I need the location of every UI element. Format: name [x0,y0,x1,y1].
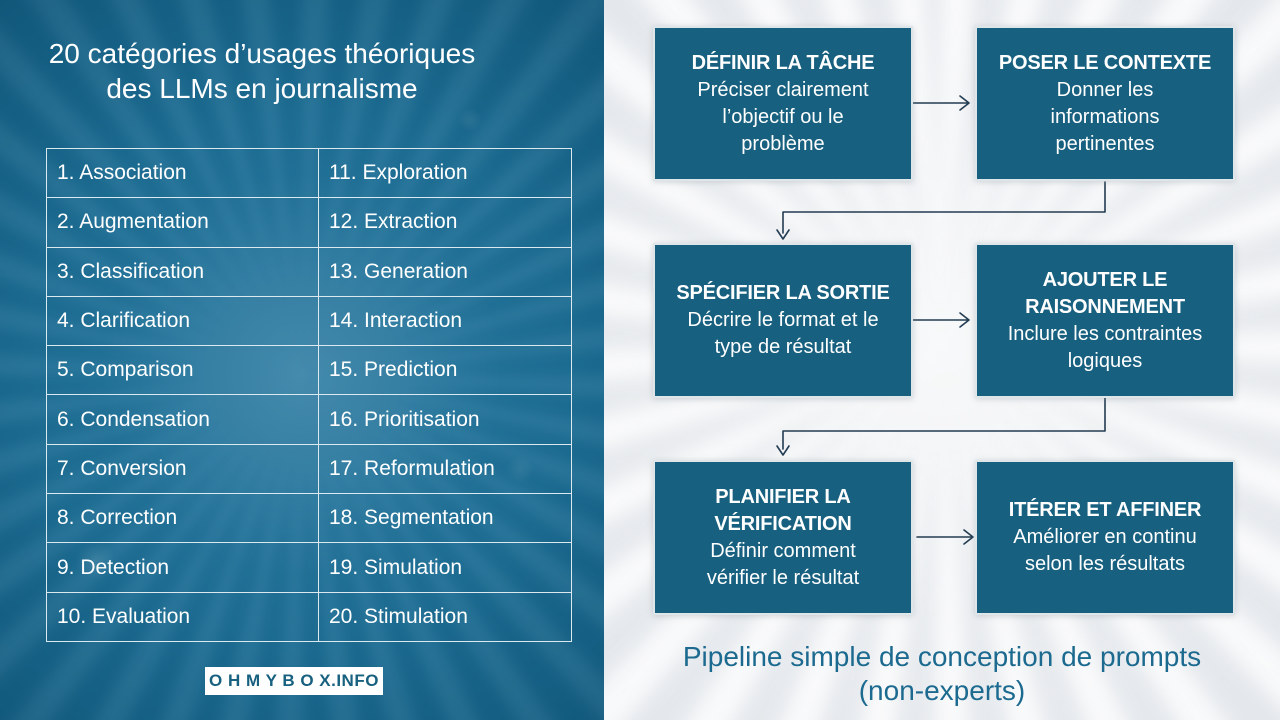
table-row: 10. Evaluation 20. Stimulation [46,591,572,643]
arrow-output-to-reasoning-icon [912,312,970,328]
table-row: 8. Correction 18. Segmentation [46,493,572,544]
table-row: 3. Classification 13. Generation [46,246,572,297]
table-cell: 18. Segmentation [318,493,572,544]
flow-box-title: AJOUTER LE RAISONNEMENT [1025,268,1185,318]
flow-box-planifier-la-verification: PLANIFIER LA VÉRIFICATION Définir commen… [653,460,913,615]
flow-box-iterer-et-affiner: ITÉRER ET AFFINER Améliorer en continu s… [975,460,1235,615]
table-row: 2. Augmentation 12. Extraction [46,197,572,248]
flow-box-specifier-la-sortie: SPÉCIFIER LA SORTIE Décrire le format et… [653,243,913,398]
flow-box-title: PLANIFIER LA VÉRIFICATION [714,485,852,535]
table-row: 6. Condensation 16. Prioritisation [46,394,572,445]
table-row: 5. Comparison 15. Prediction [46,345,572,396]
table-cell: 8. Correction [46,493,319,544]
table-cell: 15. Prediction [318,345,572,396]
arrow-verify-to-iterate-icon [916,529,974,545]
table-cell: 14. Interaction [318,295,572,347]
arrow-context-to-output-icon [776,181,1106,240]
flow-box-body: Inclure les contraintes logiques [1007,322,1203,372]
table-cell: 3. Classification [46,246,319,297]
table-cell: 9. Detection [46,542,319,593]
pipeline-caption: Pipeline simple de conception de prompts… [682,641,1202,706]
flow-box-body: Donner les informations pertinentes [1050,78,1160,155]
table-cell: 5. Comparison [46,345,319,396]
flow-box-title: SPÉCIFIER LA SORTIE [676,282,890,304]
flow-box-title: ITÉRER ET AFFINER [1008,499,1202,521]
flow-box-body: Définir comment vérifier le résultat [706,539,860,589]
flow-box-title: DÉFINIR LA TÂCHE [691,51,875,74]
table-row: 7. Conversion 17. Reformulation [46,443,572,495]
table-row: 1. Association 11. Exploration [46,147,572,199]
page-title: 20 catégories d’usages théoriques des LL… [48,38,476,104]
flow-box-body: Préciser clairement l’objectif ou le pro… [697,78,869,155]
table-cell: 10. Evaluation [46,591,319,643]
table-cell: 13. Generation [318,246,572,297]
table-cell: 19. Simulation [318,542,572,593]
flow-box-body: Décrire le format et le type de résultat [687,309,879,358]
brand-badge: O H M Y B O X.INFO [205,667,383,695]
table-cell: 6. Condensation [46,394,319,445]
flow-box-body: Améliorer en continu selon les résultats [1013,526,1197,575]
table-cell: 12. Extraction [318,197,572,248]
table-cell: 1. Association [46,147,319,199]
table-cell: 11. Exploration [318,147,572,199]
flow-box-ajouter-le-raisonnement: AJOUTER LE RAISONNEMENT Inclure les cont… [975,243,1235,398]
table-cell: 20. Stimulation [318,591,572,643]
table-cell: 7. Conversion [46,443,319,495]
arrow-task-to-context-icon [912,95,970,111]
categories-table: 1. Association 11. Exploration 2. Augmen… [46,147,572,643]
table-cell: 2. Augmentation [46,197,319,248]
right-panel: DÉFINIR LA TÂCHE Préciser clairement l’o… [604,0,1280,720]
flow-box-definir-la-tache: DÉFINIR LA TÂCHE Préciser clairement l’o… [653,26,913,181]
left-panel: 20 catégories d’usages théoriques des LL… [0,0,604,720]
flow-connectors [776,95,1106,545]
flow-box-poser-le-contexte: POSER LE CONTEXTE Donner les information… [975,26,1235,181]
table-cell: 4. Clarification [46,295,319,347]
flow-box-title: POSER LE CONTEXTE [998,51,1212,74]
table-cell: 17. Reformulation [318,443,572,495]
table-row: 4. Clarification 14. Interaction [46,295,572,347]
arrow-reasoning-to-verify-icon [776,397,1106,456]
table-cell: 16. Prioritisation [318,394,572,445]
brand-badge-label: O H M Y B O X.INFO [209,671,379,690]
table-row: 9. Detection 19. Simulation [46,542,572,593]
